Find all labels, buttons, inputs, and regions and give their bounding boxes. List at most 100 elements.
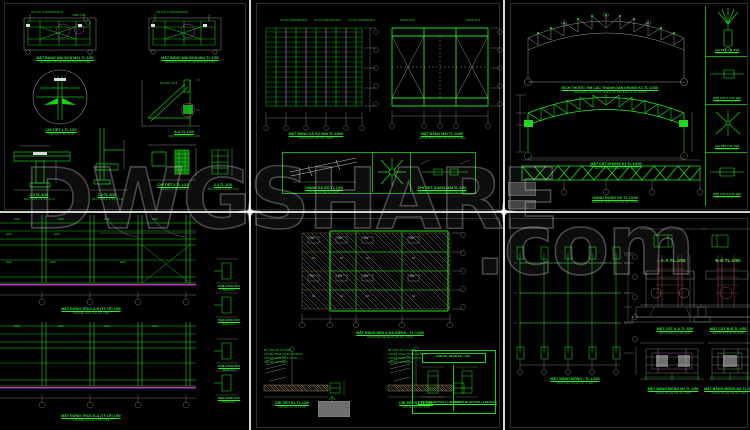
caption-roof-plan-m02: MẶT BẰNG MÁI ĐÓN M02 TL 1/50 AWNING ROOF… <box>161 56 219 65</box>
caption-detail-k2: CHI TIẾT K2 TL 1/20 DETAIL K2 SC 1/20 <box>399 401 433 410</box>
annotation-purlin-2: XÀ GỒ C150x50x20x2 <box>156 10 189 14</box>
bay-label-3: 6000 <box>104 218 110 221</box>
panel-divider-vertical-right <box>503 0 505 430</box>
truss-centerline-diagram <box>506 0 750 211</box>
panel-divider-vertical-left <box>249 0 251 430</box>
detail-2 <box>0 0 249 211</box>
caption-roof-bracing-plan: MẶT BẰNG MÁI TL 1/200 ROOF BRACING PLAN … <box>418 132 466 141</box>
piles-plan-m1 <box>506 215 750 430</box>
callout-block <box>318 401 350 417</box>
caption-truss-centerline: KÍCH THƯỚC TIM CÁC THANH DÀN KHUNG K1 TL… <box>561 86 659 95</box>
note-compacted-soil-2: LỚP ĐẤT ĐẦM CHẶT K=0.95 <box>388 357 421 360</box>
caption-section-b-b-footing: MẶT CẮT B-B TL 1/50 SECTION B-B SC 1/50 <box>709 327 747 336</box>
caption-detail-4: CHI TIẾT 4 TL 1/20 DETAIL 4 SC 1/20 <box>714 48 740 56</box>
caption-section-4-4: MẶT CẮT 4-4 TL 1/20 SECTION 4-4 SC 1/20 <box>713 96 741 104</box>
caption-ground-beam-plan: MẶT BẰNG NỀN & ĐÀ KIỀNG : TL 1/100 GROUN… <box>356 331 424 340</box>
detail-column-sep-2 <box>705 104 747 105</box>
ground-beam-plan <box>252 215 503 430</box>
sheet-border <box>256 3 500 210</box>
bay-label-1: 3000 <box>14 218 20 221</box>
side-detail-drawings <box>506 0 750 211</box>
bay-label-10: 6000 <box>14 325 20 328</box>
annotation-plate-1: THÉP TẤM <box>72 14 86 17</box>
footing-section-a-a <box>506 215 750 430</box>
bay-label-11: 6000 <box>58 325 64 328</box>
panel-top-left[interactable]: XÀ GỒ C150x50x20x2 THÉP TẤM MẶT BẰNG MÁI… <box>0 0 249 211</box>
bay-label-8: 6000 <box>50 261 56 264</box>
panel-divider-horizontal <box>0 211 750 213</box>
divider-line <box>372 152 373 192</box>
panel-bottom-right[interactable]: MẶT BẰNG MÓNG : TL 1/100 FOOTING PLAN SC… <box>506 215 750 430</box>
caption-detail-2: CHI TIẾT 2 TL 1/10 DETAIL 2 SC 1/10 <box>157 183 189 192</box>
caption-section-6-6: MẶT CẮT 6-6 TL 1/20 SECTION 6-6 SC 1/20 <box>713 192 741 200</box>
panel-bottom-center[interactable]: P01 P01 P01 P01 S1 S1 S1 S1 P01 P01 P01 … <box>252 215 503 430</box>
panel-top-right[interactable]: KÍCH THƯỚC TIM CÁC THANH DÀN KHUNG K1 TL… <box>506 0 750 211</box>
caption-beam-dg2p: DẦM GIẰNG DG2' BEAM DG2' <box>217 397 241 405</box>
detail-1-circle <box>0 0 249 211</box>
callout-arrow <box>252 215 503 430</box>
sheet-border <box>510 3 748 210</box>
footing-section-b-b <box>564 215 750 430</box>
caption-piles-plan-m1: MẶT BẰNG MÓNG M1 TL 1/50 PILES PLAN M1 S… <box>647 387 699 396</box>
caption-purlin-tie: GIẰNG XÀ GỒ TL 1/20 PURLIN TIE SC 1/20 <box>305 186 343 195</box>
section-a-a <box>0 0 249 211</box>
caption-section-a-a-footing: MẶT CẮT A-A TL 1/50 SECTION A-A SC 1/50 <box>656 327 694 336</box>
footing-plan <box>506 215 750 430</box>
beam-dk-table-header <box>422 353 486 363</box>
room-tag-p01-4: P01 <box>410 237 415 240</box>
beam-dk-table-divider <box>453 365 454 411</box>
bay-label-5: 6000 <box>6 233 12 236</box>
caption-beam-dk-section-1-1: 1-1 DẦM ĐK SECTION 1-1 BEAM DK <box>418 401 461 404</box>
divider-line-2 <box>410 152 411 192</box>
room-tag-s1-5: S1 <box>312 295 316 298</box>
room-tag-p01-2: P01 <box>338 237 343 240</box>
beam-section-details <box>0 215 249 430</box>
canopy-roof-plan-m01 <box>0 0 249 211</box>
caption-roof-bracing-detail: CHI TIẾT GIẰNG MÁI TL 1/20 ROOF BRACING … <box>417 186 467 195</box>
room-tag-s1-2: S1 <box>340 257 344 260</box>
caption-section-1-1: 1-1 TL 1/10 SECTION 1-1 SC 1/10 <box>23 193 55 202</box>
canopy-roof-plan-m02 <box>125 0 249 211</box>
detail-k1-hatch <box>264 385 328 391</box>
annotation-bracing-d16b: GIẰNG D16 <box>466 19 481 22</box>
note-concrete-2: BÊ TÔNG ĐÁ 1x2 M250 <box>388 349 415 352</box>
purlin-tie-detail <box>252 0 503 211</box>
room-tag-p01-7: P01 <box>364 275 369 278</box>
annotation-brace: BULONG M16 <box>160 82 178 85</box>
room-tag-s1-7: S1 <box>366 295 370 298</box>
section-frame-k1 <box>506 0 750 211</box>
caption-section-a-a: A-A TL 1/20 SECTION A-A SC 1/20 <box>168 130 200 139</box>
viewport-scroll-track[interactable] <box>508 200 536 209</box>
annotation-bracing-d16: GIẰNG D16 <box>400 19 415 22</box>
room-tag-s1-3: S1 <box>366 257 370 260</box>
caption-section-3-3: 3-3 TL 1/10 SECTION 3-3 SC 1/10 <box>207 183 239 192</box>
room-tag-p01-5: P01 <box>310 275 315 278</box>
room-tag-s1-1: S1 <box>312 257 316 260</box>
piles-plan-m2 <box>506 215 750 430</box>
note-natural-ground-1: NỀN ĐẤT TỰ NHIÊN <box>264 361 288 364</box>
annotation-purlin-c150b: XÀ GỒ C150x50x20x2 <box>348 19 376 22</box>
panel-top-center[interactable]: XÀ GỒ C200x65x20x2 XÀ GỒ C150x50x20x2 XÀ… <box>252 0 503 211</box>
caption-beam-dg1: DẦM GIẰNG DG1 BEAM DG1 <box>218 285 240 293</box>
caption-elevation-a-e: MẶT ĐỨNG TRỤC A-E (TỶ LỆ) 1/50 FRAME AXI… <box>61 307 121 316</box>
beam-dk-table-title: DẦM ĐK, BEAM DK : 1/20 <box>436 354 470 358</box>
purlin-plan <box>252 0 503 211</box>
panel-bottom-left[interactable]: 3000 6000 6000 6000 6000 6000 6000 6000 … <box>0 215 249 430</box>
bay-label-4: 6000 <box>152 218 158 221</box>
sheet-border <box>256 218 500 428</box>
sheet-border <box>510 218 748 428</box>
brace-vertical-dg <box>506 0 750 211</box>
detail-k1 <box>252 215 503 430</box>
caption-beam-dg2: DẦM GIẰNG DG2 BEAM DG2 <box>218 365 240 373</box>
room-tag-p01-3: P01 <box>364 237 369 240</box>
detail-strip-box <box>282 152 476 194</box>
caption-detail-k1: CHI TIẾT K1 TL 1/20 DETAIL K1 SC 1/20 <box>275 401 309 410</box>
sheet-border <box>4 3 246 210</box>
note-concrete-1: BÊ TÔNG ĐÁ 1x2 M250 <box>264 349 291 352</box>
section-tag-b-b: B-B TL 1/50 <box>715 258 741 263</box>
viewport-scroll-handle[interactable] <box>508 182 536 196</box>
detail-column-divider <box>705 6 706 206</box>
section-1-1 <box>0 0 249 211</box>
beam-dk-sections <box>252 215 503 430</box>
